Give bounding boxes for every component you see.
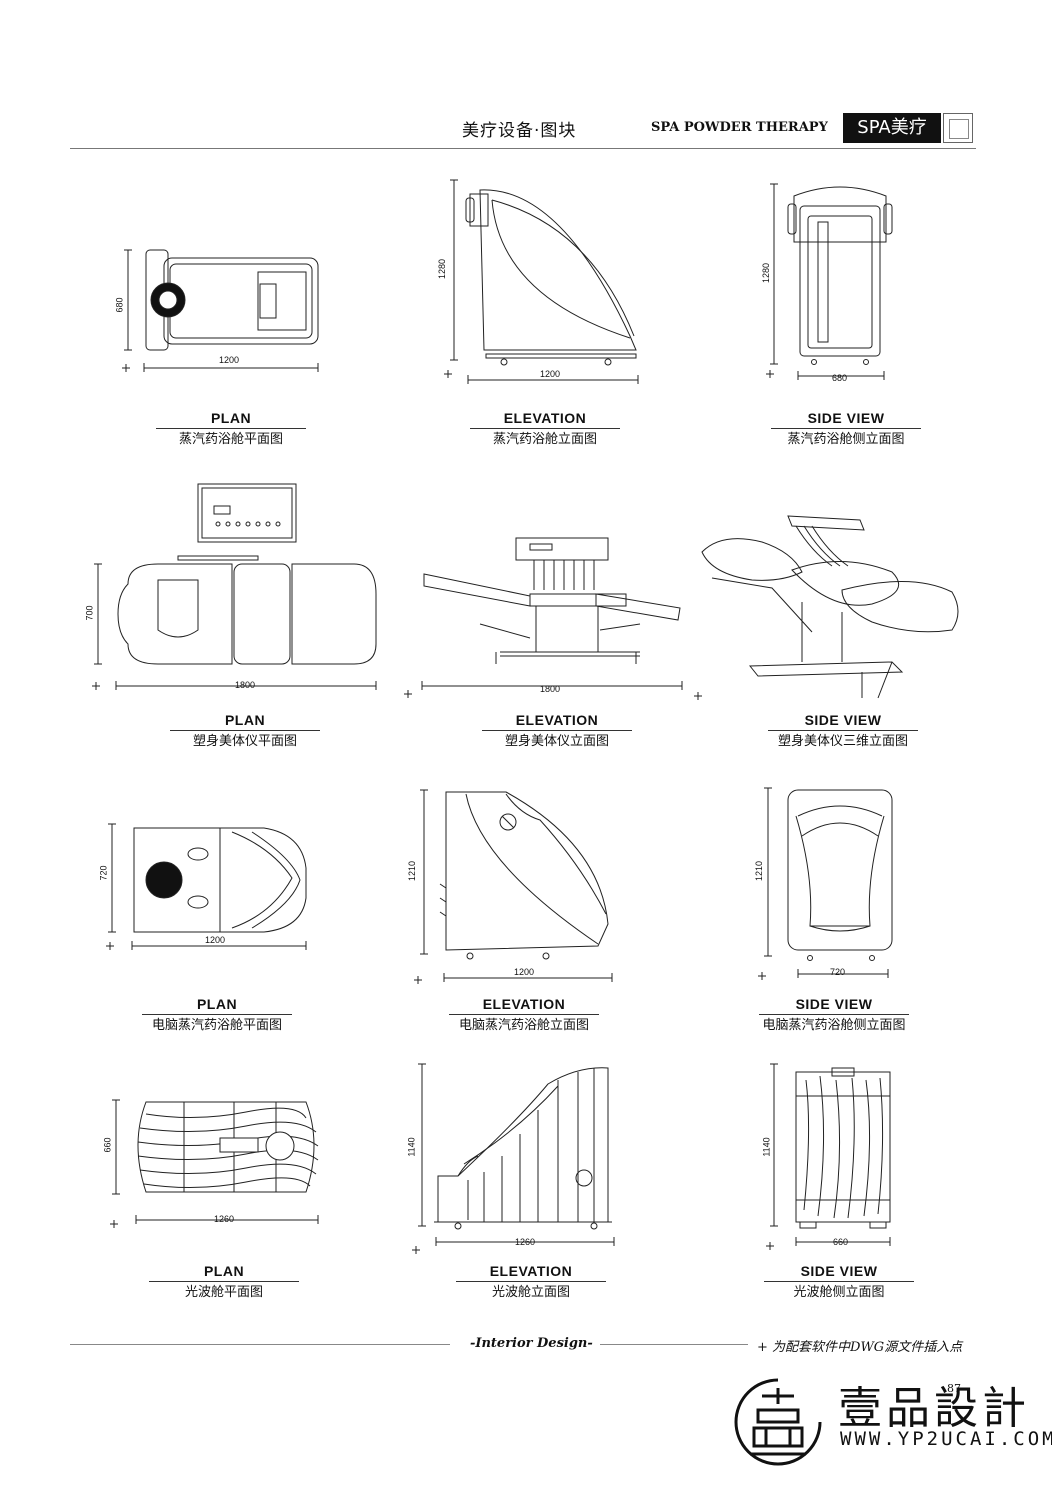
caption-rule <box>170 730 320 731</box>
caption-en: SIDE VIEW <box>807 410 885 426</box>
page-number: 87 <box>947 1382 961 1395</box>
caption-cn: 塑身美体仪平面图 <box>192 734 297 749</box>
body-sculpting-elevation-drawing <box>400 534 710 700</box>
caption-en: PLAN <box>196 996 238 1012</box>
brand-logo-icon <box>732 1376 824 1468</box>
drawing-caption: ELEVATION 光波舱立面图 <box>431 1263 631 1301</box>
dim-label: 720 <box>98 865 109 881</box>
drawing-caption: PLAN 光波舱平面图 <box>124 1263 324 1301</box>
caption-rule <box>768 730 918 731</box>
caption-rule <box>456 1281 606 1282</box>
caption-cn: 蒸汽药浴舱平面图 <box>178 432 283 447</box>
seal-icon <box>943 113 973 143</box>
drawing-caption: ELEVATION 电脑蒸汽药浴舱立面图 <box>424 996 624 1034</box>
header-badge: SPA美疗 <box>843 113 941 143</box>
light-wave-cabin-plan-drawing <box>106 1094 326 1232</box>
computer-steam-bath-elevation-drawing <box>410 784 630 988</box>
dim-label: 680 <box>832 373 848 383</box>
steam-bath-plan-drawing <box>118 244 328 376</box>
drawing-caption: SIDE VIEW 电脑蒸汽药浴舱侧立面图 <box>734 996 934 1034</box>
caption-en: SIDE VIEW <box>795 996 873 1012</box>
dim-label: 700 <box>84 605 95 621</box>
caption-rule <box>156 428 306 429</box>
caption-en: PLAN <box>210 410 252 426</box>
computer-steam-bath-side-view-drawing <box>754 786 904 984</box>
caption-rule <box>142 1014 292 1015</box>
caption-rule <box>149 1281 299 1282</box>
brand-name: 壹品設計 <box>838 1383 1030 1434</box>
steam-bath-side-view-drawing <box>762 182 902 384</box>
drawing-caption: SIDE VIEW 塑身美体仪三维立面图 <box>743 712 943 750</box>
dim-label: 1140 <box>761 1137 772 1157</box>
caption-cn: 光波舱立面图 <box>491 1285 570 1300</box>
brand-url: WWW.YP2UCAI.COM <box>840 1428 1052 1450</box>
drawing-caption: SIDE VIEW 蒸汽药浴舱侧立面图 <box>746 410 946 448</box>
light-wave-cabin-elevation-drawing <box>408 1060 628 1256</box>
body-sculpting-plan-drawing <box>88 484 388 696</box>
drawing-caption: PLAN 蒸汽药浴舱平面图 <box>131 410 331 448</box>
caption-cn: 蒸汽药浴舱侧立面图 <box>787 432 905 447</box>
drawing-caption: ELEVATION 塑身美体仪立面图 <box>457 712 657 750</box>
footer-rule-left <box>70 1344 450 1345</box>
caption-cn: 塑身美体仪三维立面图 <box>777 734 908 749</box>
footer-note: + 为配套软件中DWG源文件插入点 <box>757 1340 963 1355</box>
caption-en: PLAN <box>224 712 266 728</box>
dim-label: 1200 <box>540 369 561 379</box>
caption-en: ELEVATION <box>515 712 599 728</box>
caption-rule <box>470 428 620 429</box>
dim-label: 1200 <box>219 355 240 365</box>
dim-label: 1200 <box>205 935 226 945</box>
dim-label: 660 <box>102 1137 113 1153</box>
dim-label: 1260 <box>214 1214 235 1224</box>
computer-steam-bath-plan-drawing <box>102 818 322 956</box>
steam-bath-elevation-drawing <box>440 176 650 386</box>
footer-center-text: -Interior Design- <box>470 1336 593 1351</box>
dim-label: 1260 <box>515 1237 536 1247</box>
drawing-caption: SIDE VIEW 光波舱侧立面图 <box>739 1263 939 1301</box>
body-sculpting-3d-drawing <box>692 512 972 702</box>
drawing-caption: PLAN 塑身美体仪平面图 <box>145 712 345 750</box>
caption-en: SIDE VIEW <box>804 712 882 728</box>
caption-rule <box>771 428 921 429</box>
caption-cn: 电脑蒸汽药浴舱立面图 <box>458 1018 589 1033</box>
header-rule <box>70 148 976 149</box>
drawing-caption: PLAN 电脑蒸汽药浴舱平面图 <box>117 996 317 1034</box>
dim-label: 680 <box>114 297 125 313</box>
footer-rule-right <box>600 1344 748 1345</box>
header-title-cn: 美疗设备·图块 <box>462 121 577 141</box>
drawing-caption: ELEVATION 蒸汽药浴舱立面图 <box>445 410 645 448</box>
caption-cn: 塑身美体仪立面图 <box>504 734 609 749</box>
dim-label: 1210 <box>754 860 765 882</box>
dim-label: 1800 <box>235 680 256 690</box>
caption-cn: 光波舱侧立面图 <box>793 1285 885 1300</box>
dim-label: 1800 <box>540 684 561 694</box>
caption-en: ELEVATION <box>503 410 587 426</box>
caption-cn: 光波舱平面图 <box>184 1285 263 1300</box>
dim-label: 1280 <box>761 262 772 284</box>
dim-label: 1210 <box>407 860 418 882</box>
dim-label: 660 <box>833 1237 849 1247</box>
light-wave-cabin-side-view-drawing <box>762 1060 902 1256</box>
caption-en: ELEVATION <box>489 1263 573 1279</box>
dim-label: 1280 <box>437 258 448 280</box>
caption-en: ELEVATION <box>482 996 566 1012</box>
caption-rule <box>449 1014 599 1015</box>
dim-label: 720 <box>830 967 846 977</box>
caption-en: PLAN <box>203 1263 245 1279</box>
dim-label: 1200 <box>514 967 535 977</box>
caption-rule <box>764 1281 914 1282</box>
caption-cn: 电脑蒸汽药浴舱平面图 <box>151 1018 282 1033</box>
caption-rule <box>482 730 632 731</box>
dim-label: 1140 <box>406 1137 417 1157</box>
header-title-en: SPA POWDER THERAPY <box>651 120 828 135</box>
caption-cn: 电脑蒸汽药浴舱侧立面图 <box>762 1018 906 1033</box>
caption-cn: 蒸汽药浴舱立面图 <box>492 432 597 447</box>
caption-rule <box>759 1014 909 1015</box>
caption-en: SIDE VIEW <box>800 1263 878 1279</box>
